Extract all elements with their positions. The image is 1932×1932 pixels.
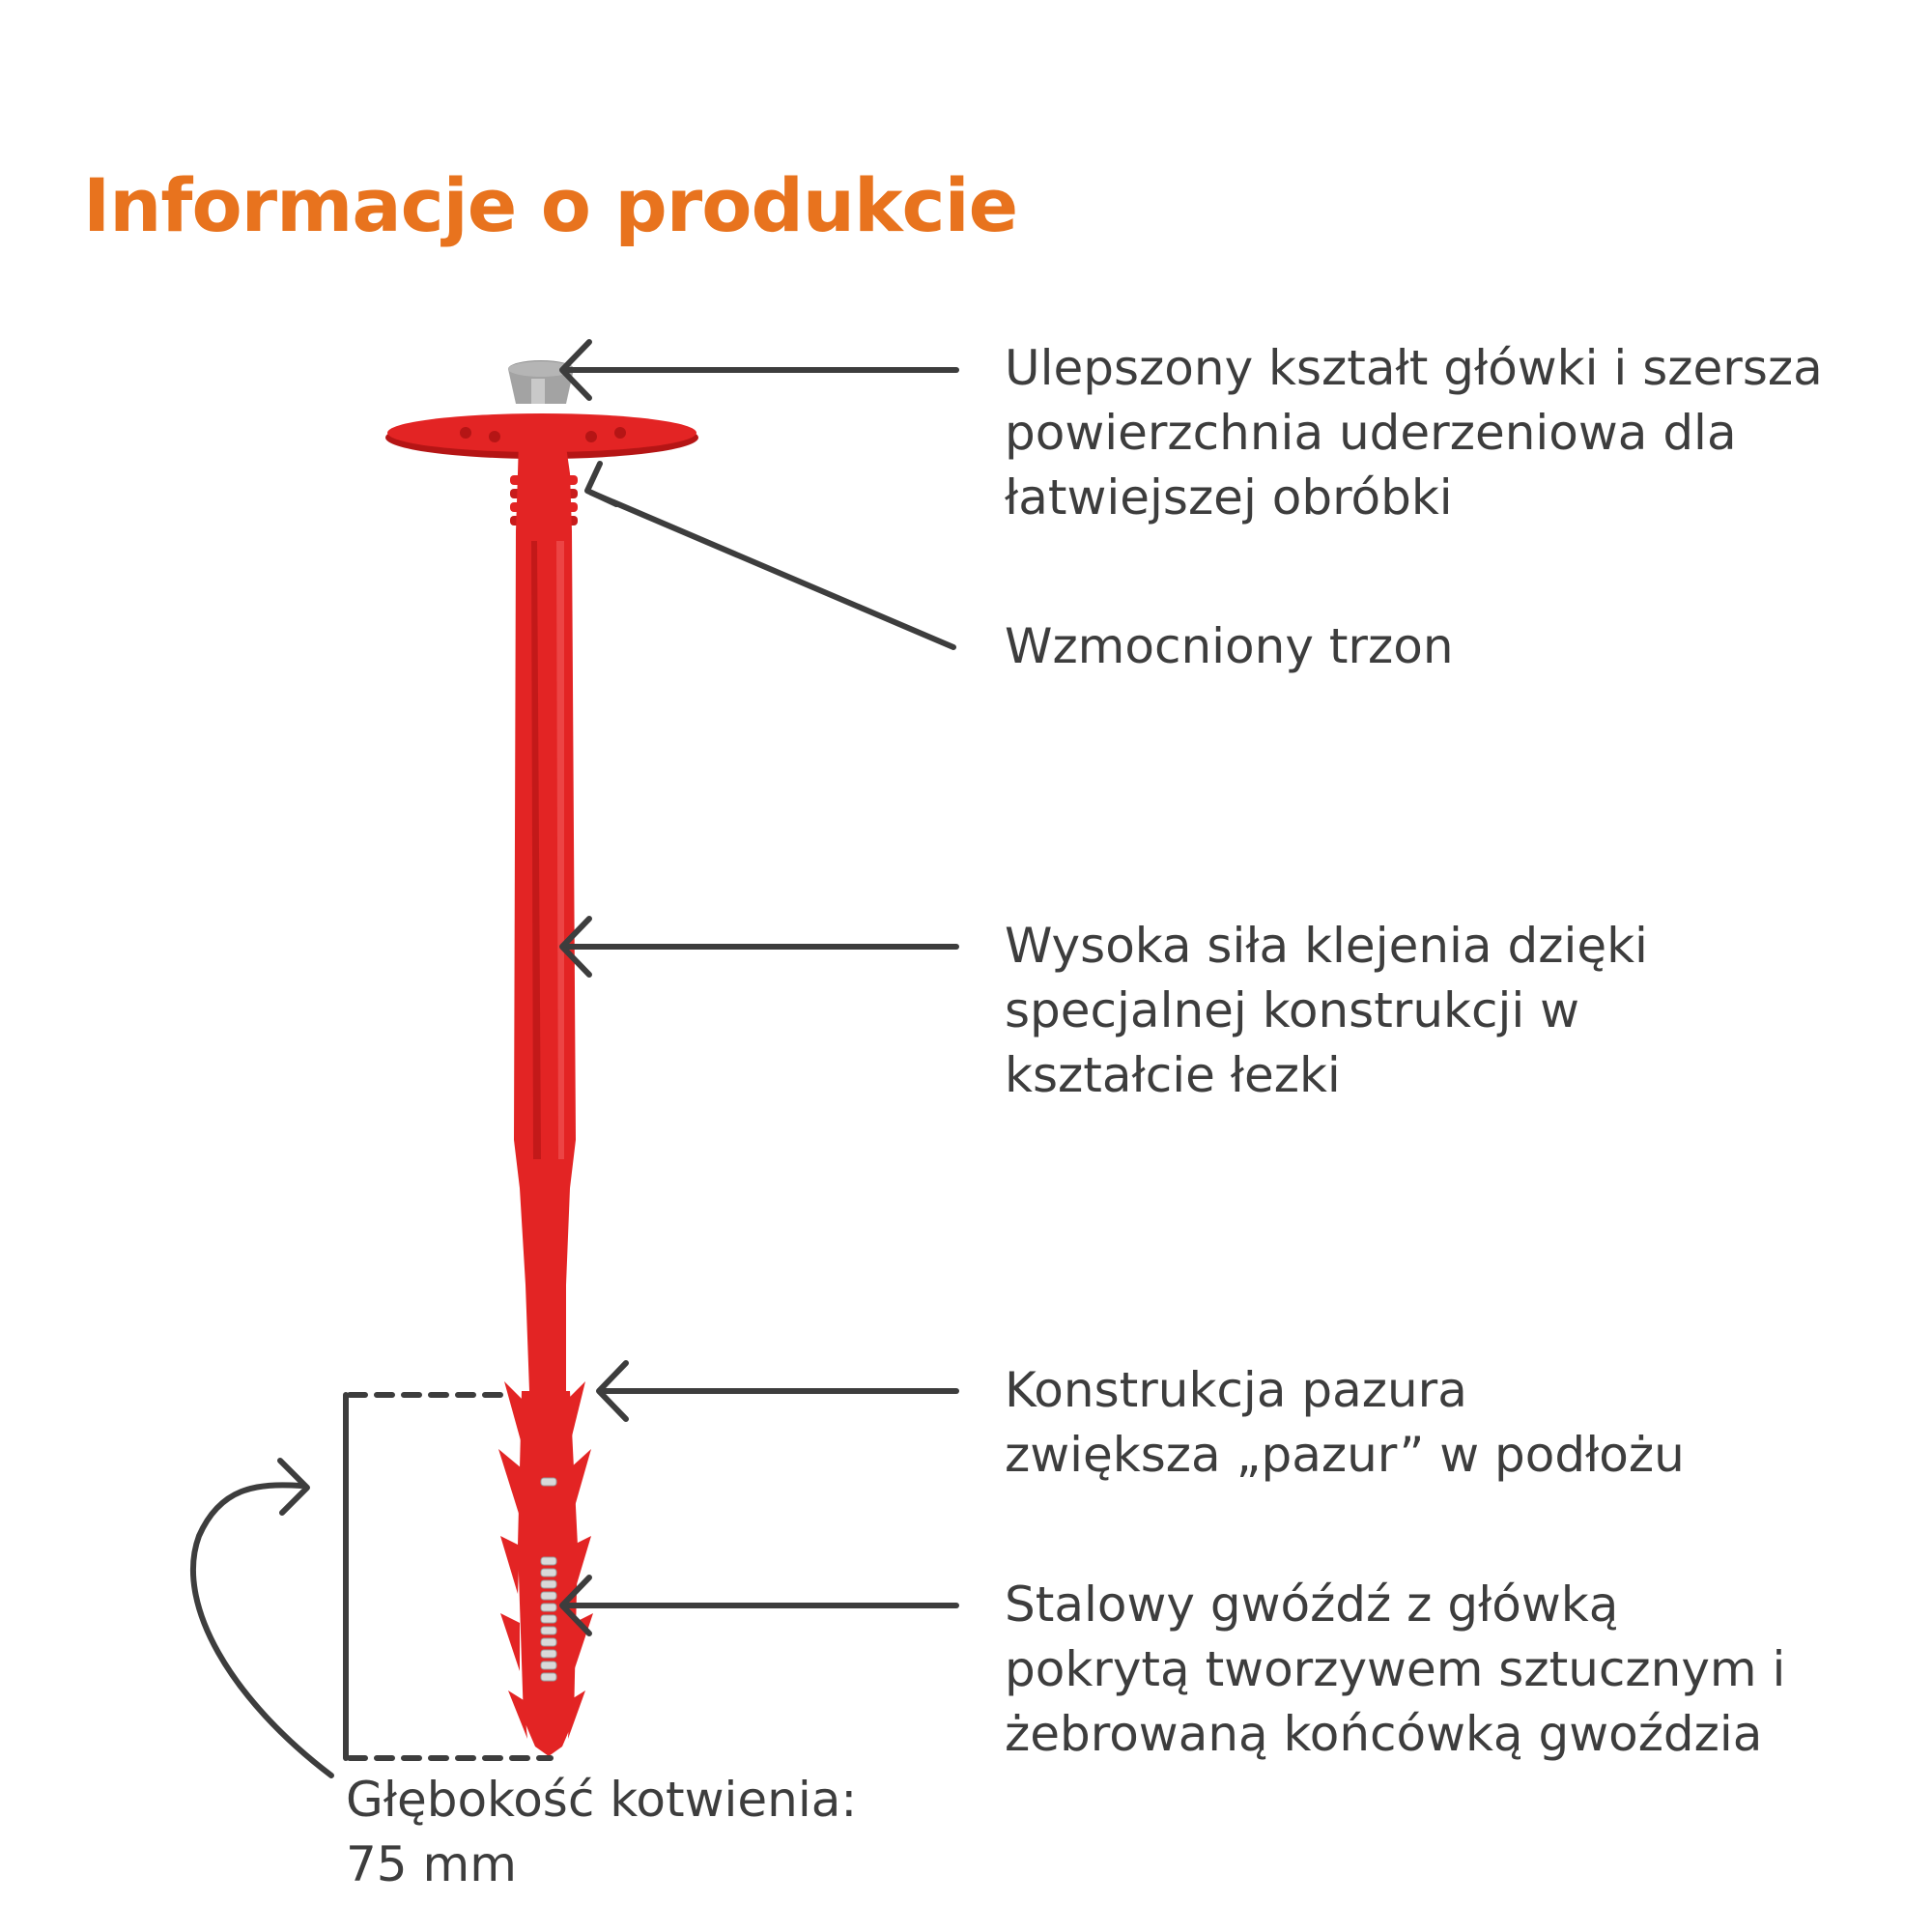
callout-line: żebrowaną końcówką gwoździa [1005,1706,1763,1762]
callout-line: zwiększa „pazur” w podłożu [1005,1427,1685,1483]
callout-line: Wysoka siła klejenia dzięki [1005,918,1648,974]
callout-line: Ulepszony kształt główki i szersza [1005,340,1823,396]
anchoring-depth-value: 75 mm [346,1836,517,1892]
anchoring-depth-title: Głębokość kotwienia: [346,1772,858,1828]
anchor-claws [498,1381,593,1756]
insulation-anchor-illustration [385,360,698,1756]
callout-line: łatwiejszej obróbki [1005,469,1453,526]
anchoring-depth-label: Głębokość kotwienia: 75 mm [346,1768,857,1897]
page-title: Informacje o produkcie [83,162,1018,248]
callout-line: Stalowy gwóźdź z główką [1005,1577,1619,1633]
callout-line: specjalnej konstrukcji w [1005,982,1580,1038]
callout-nail: Stalowy gwóźdź z główką pokrytą tworzywe… [1005,1573,1922,1767]
anchor-cap [508,360,574,404]
arrow-glue [559,916,959,978]
arrow-shaft [584,461,956,650]
callout-line: kształcie łezki [1005,1047,1341,1103]
arrow-cap [559,339,959,401]
callout-shaft: Wzmocniony trzon [1005,614,1922,679]
callout-line: Wzmocniony trzon [1005,618,1454,674]
arrow-claw [596,1360,959,1422]
callout-line: powierzchnia uderzeniowa dla [1005,405,1737,461]
callout-glue: Wysoka siła klejenia dzięki specjalnej k… [1005,914,1922,1108]
anchor-shaft [514,440,576,1391]
curved-arrow [189,1458,334,1778]
arrow-nail [559,1575,959,1636]
callout-line: Konstrukcja pazura [1005,1362,1467,1418]
callout-line: pokrytą tworzywem sztucznym i [1005,1641,1786,1697]
callout-claw: Konstrukcja pazura zwiększa „pazur” w po… [1005,1358,1922,1488]
anchoring-depth-bracket [343,1392,554,1761]
callout-head: Ulepszony kształt główki i szersza powie… [1005,336,1922,530]
